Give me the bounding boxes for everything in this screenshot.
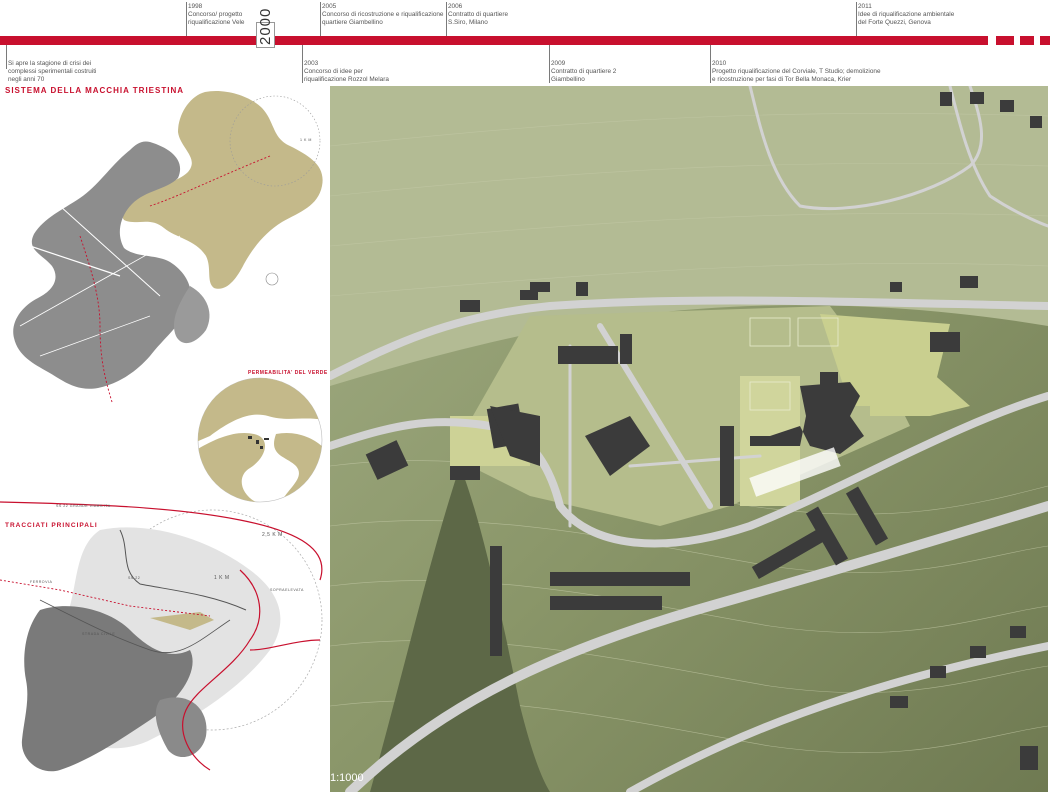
- tracciati-map: [0, 501, 323, 772]
- road-label-ferrovia: FERROVIA: [30, 580, 53, 584]
- km-label-2: 2,5 K M: [262, 532, 283, 538]
- timeline-bar-segment: [996, 36, 1014, 45]
- milestone-box: [256, 22, 275, 48]
- timeline-bar-segment: [1040, 36, 1050, 45]
- timeline-tick: [302, 45, 303, 83]
- km-label-3: 1 K M: [214, 575, 230, 581]
- event-2005: 2005 Concorso di ricostruzione e riquali…: [322, 3, 444, 26]
- timeline-tick: [6, 45, 7, 69]
- main-site-plan: [330, 86, 1048, 792]
- label-permeabilita: PERMEABILITA' DEL VERDE: [248, 370, 328, 376]
- macchia-map: [13, 90, 323, 403]
- road-label-ss22: SS 22: [128, 576, 141, 580]
- map-scale: 1:1000: [330, 772, 364, 784]
- event-1998: 1998 Concorso/ progetto riqualificazione…: [188, 3, 245, 26]
- timeline-tick: [186, 2, 187, 36]
- timeline: 2000 1998 Concorso/ progetto riqualifica…: [0, 0, 1062, 86]
- event-crisis: Si apre la stagione di crisi dei comples…: [8, 60, 97, 83]
- timeline-tick: [549, 45, 550, 83]
- verde-detail-circle: [197, 377, 323, 503]
- timeline-tick: [320, 2, 321, 36]
- road-label-civile: STRADA CIVILE: [82, 632, 116, 636]
- city-area: [13, 141, 191, 389]
- timeline-tick: [856, 2, 857, 36]
- timeline-tick: [446, 2, 447, 36]
- section-title-tracciati: TRACCIATI PRINCIPALI: [5, 522, 98, 529]
- timeline-bar: [0, 36, 988, 45]
- timeline-bar-segment: [1020, 36, 1034, 45]
- event-2003: 2003 Concorso di idee per riqualificazio…: [304, 60, 389, 83]
- event-2011: 2011 Idee di riqualificazione ambientale…: [858, 3, 955, 26]
- milestone-year: 2000: [257, 7, 274, 45]
- green-area: [122, 90, 323, 289]
- km-label-1: 1 K M: [300, 138, 312, 142]
- road-label-sopraelevata: SOPRAELEVATA: [270, 588, 304, 592]
- road-label-ss22-gv: SS 22 GRANDE VIABILITA: [56, 504, 111, 508]
- timeline-tick: [710, 45, 711, 83]
- event-2010: 2010 Progetto riqualificazione del Corvi…: [712, 60, 881, 83]
- event-2006: 2006 Contratto di quartiere S.Siro, Mila…: [448, 3, 509, 26]
- event-2009: 2009 Contratto di quartiere 2 Giambellin…: [551, 60, 617, 83]
- section-title-macchia: SISTEMA DELLA MACCHIA TRIESTINA: [5, 86, 184, 95]
